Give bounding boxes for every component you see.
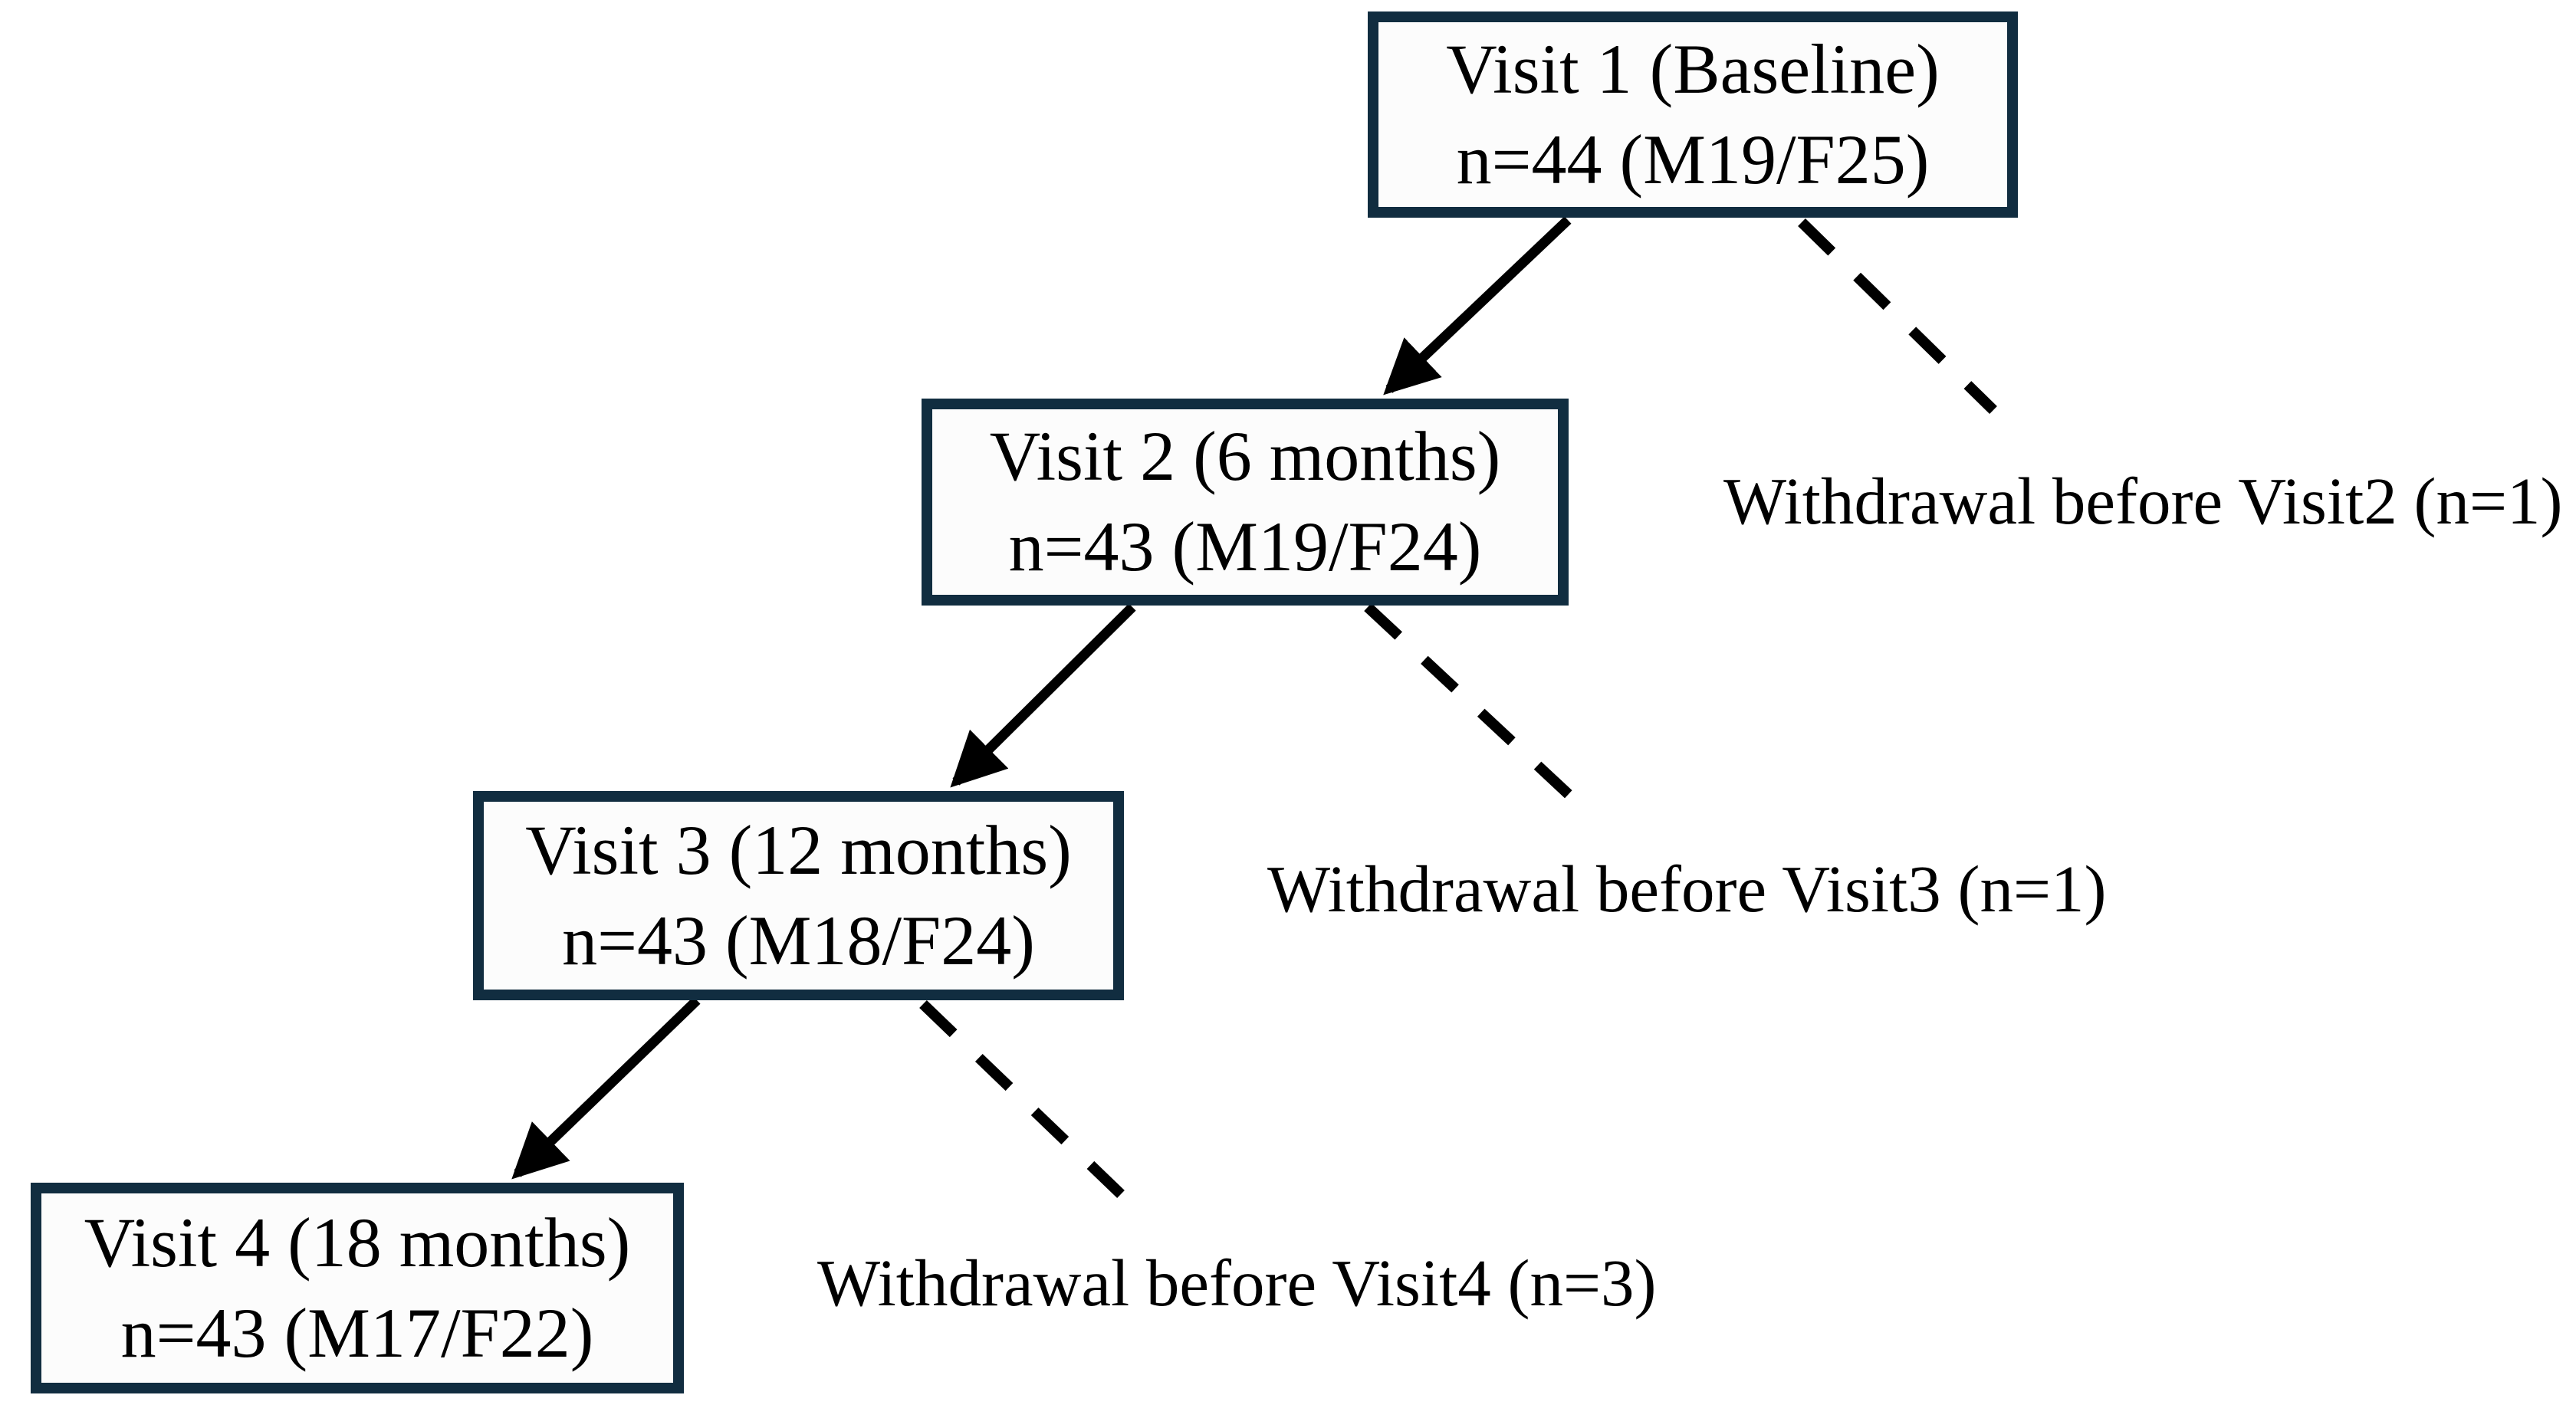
node-visit-1: Visit 1 (Baseline) n=44 (M19/F25) [1368,11,2018,218]
visit-2-title: Visit 2 (6 months) [989,417,1501,496]
withdrawal-label-before-visit3: Withdrawal before Visit3 (n=1) [1267,852,2107,926]
visit-4-title: Visit 4 (18 months) [84,1203,631,1282]
withdrawal-label-before-visit4: Withdrawal before Visit4 (n=3) [817,1246,1657,1320]
visit-3-count: n=43 (M18/F24) [562,901,1035,980]
arrow-visit1-to-visit2 [1383,216,1572,396]
node-visit-4: Visit 4 (18 months) n=43 (M17/F22) [31,1183,684,1393]
arrow-visit2-to-visit3 [950,603,1136,788]
dashed-line-withdrawal-before-visit3 [1364,602,1577,803]
visit-2-count: n=43 (M19/F24) [1008,507,1482,586]
visit-1-title: Visit 1 (Baseline) [1446,29,1940,108]
arrow-visit3-to-visit4 [511,996,701,1180]
visit-1-count: n=44 (M19/F25) [1456,120,1930,199]
visit-3-title: Visit 3 (12 months) [525,810,1072,889]
visit-4-count: n=43 (M17/F22) [120,1293,594,1372]
node-visit-3: Visit 3 (12 months) n=43 (M18/F24) [473,791,1124,1000]
dashed-line-withdrawal-before-visit4 [919,999,1125,1199]
node-visit-2: Visit 2 (6 months) n=43 (M19/F24) [922,399,1569,606]
dashed-line-withdrawal-before-visit2 [1798,218,1997,414]
withdrawal-label-before-visit2: Withdrawal before Visit2 (n=1) [1723,464,2563,538]
